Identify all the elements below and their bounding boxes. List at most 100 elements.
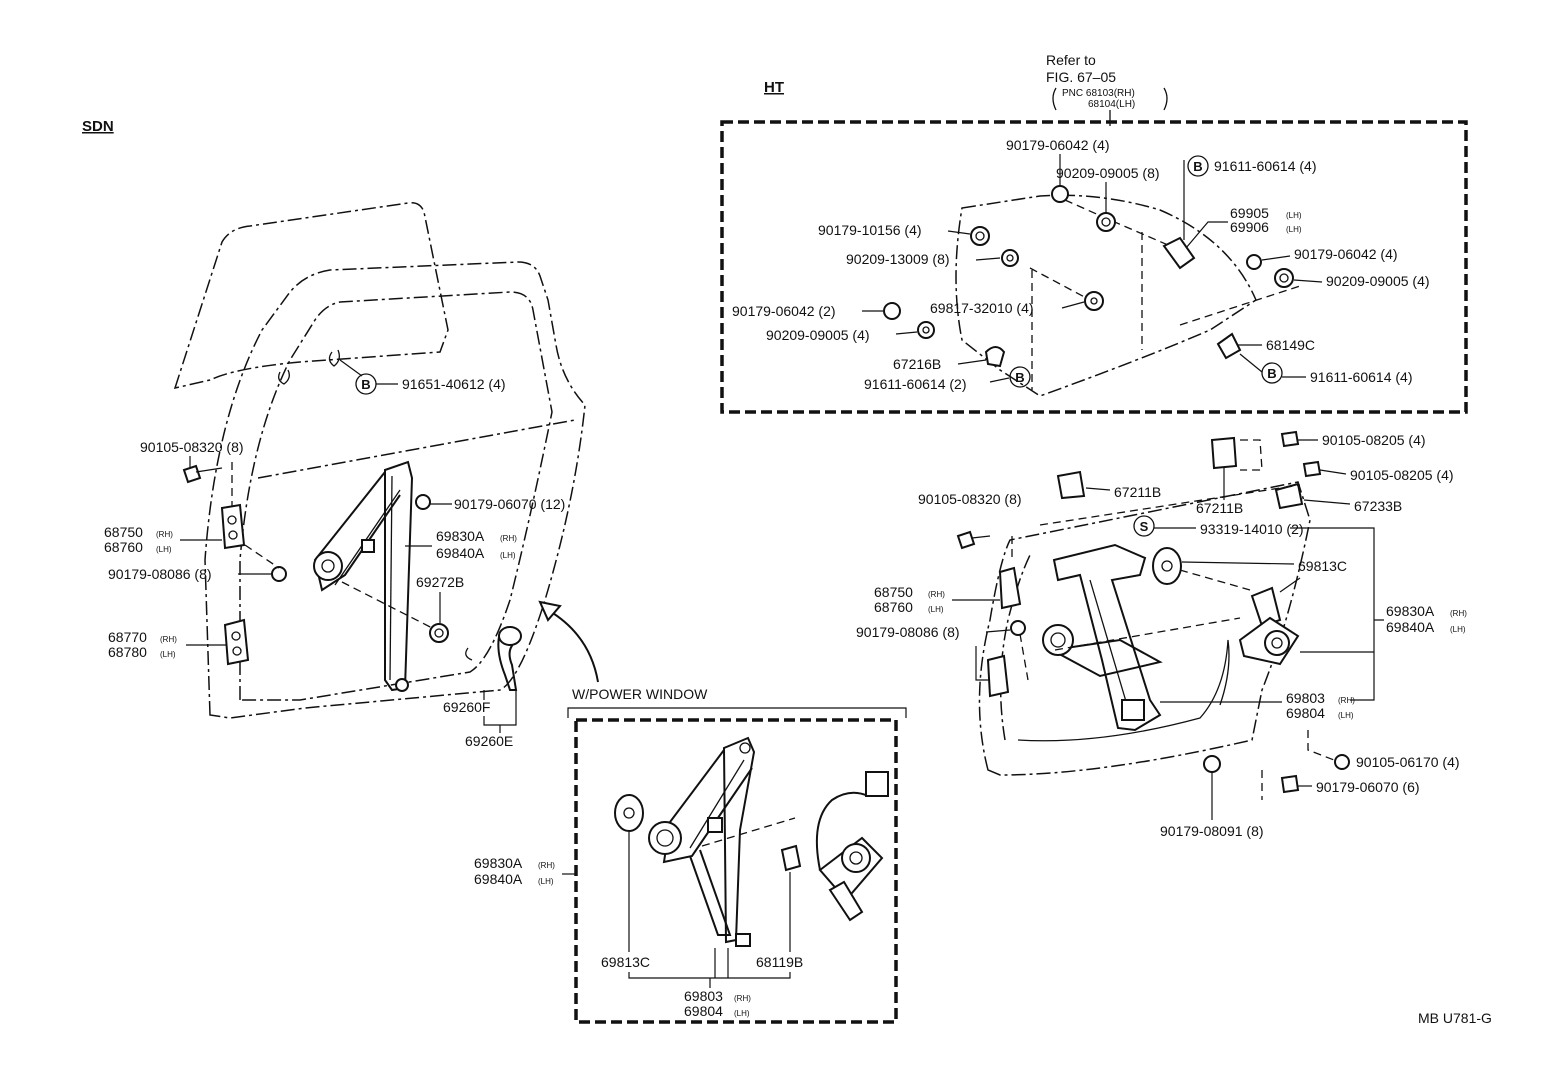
label-ht-91611-60614-top: 91611-60614 (4) [1214, 158, 1316, 174]
label-sdn-68770: 68770 [108, 629, 147, 645]
label-ht-90179-06042-top: 90179-06042 (4) [1006, 137, 1110, 153]
label-ht-90179-06042-left: 90179-06042 (2) [732, 303, 836, 319]
right-window-regulator [1042, 543, 1163, 732]
section-label-power-window: W/POWER WINDOW [572, 686, 708, 702]
mark-rh: (RH) [500, 534, 517, 543]
label-r-69804: 69804 [1286, 705, 1325, 721]
label-sdn-69260f: 69260F [443, 699, 490, 715]
mark-rh: (RH) [734, 994, 751, 1003]
label-r-69840a: 69840A [1386, 619, 1435, 635]
label-r-69803: 69803 [1286, 690, 1325, 706]
mark-rh: (RH) [156, 530, 173, 539]
refer-line-3: PNC 68103(RH) [1062, 88, 1135, 99]
sdn-nut-icon [271, 566, 287, 582]
label-r-90179-06070: 90179-06070 (6) [1316, 779, 1420, 795]
pw-clip-icon [780, 844, 802, 872]
mark-lh: (LH) [734, 1009, 750, 1018]
label-r-68760: 68760 [874, 599, 913, 615]
refer-line-4: 68104(LH) [1088, 99, 1135, 110]
mark-lh: (LH) [500, 551, 516, 560]
label-pw-68119b: 68119B [756, 954, 803, 970]
sdn-door-frame-inner [239, 291, 553, 701]
svg-text:B: B [361, 377, 370, 392]
svg-text:B: B [1267, 366, 1276, 381]
label-sdn-b-callout: 91651-40612 (4) [402, 376, 506, 392]
sdn-door-glass [173, 201, 449, 390]
label-pw-69804: 69804 [684, 1003, 723, 1019]
label-sdn-nut: 90179-08086 (8) [108, 566, 212, 582]
label-pw-69803: 69803 [684, 988, 723, 1004]
label-r-69830a: 69830A [1386, 603, 1435, 619]
label-r-68750: 68750 [874, 584, 913, 600]
footer-code: MB U781-G [1418, 1010, 1492, 1026]
right-motor-icon [1238, 586, 1300, 666]
label-pw-69813c: 69813C [601, 954, 650, 970]
sdn-belt-line [257, 419, 576, 479]
sdn-clip-icon [278, 349, 340, 385]
label-ht-90209-09005-left: 90209-09005 (4) [766, 327, 870, 343]
label-ht-90179-06042-right: 90179-06042 (4) [1294, 246, 1398, 262]
power-window-inset-box [574, 718, 898, 1024]
section-label-sdn: SDN [82, 118, 114, 135]
label-r-67211b-a: 67211B [1114, 484, 1161, 500]
label-ht-91611-60614-right: 91611-60614 (4) [1310, 369, 1412, 385]
sdn-nut-12-icon [415, 494, 431, 510]
mark-lh: (LH) [1450, 625, 1466, 634]
section-label-ht: HT [764, 79, 784, 96]
mark-lh: (LH) [1338, 711, 1354, 720]
label-ht-90209-09005-right: 90209-09005 (4) [1326, 273, 1430, 289]
label-r-90179-08086: 90179-08086 (8) [856, 624, 960, 640]
pw-motor-icon [815, 771, 889, 922]
sdn-lower-hinge-bracket [223, 618, 250, 666]
mark-rh: (RH) [1450, 609, 1467, 618]
label-sdn-69830a: 69830A [436, 528, 485, 544]
label-sdn-68760: 68760 [104, 539, 143, 555]
label-r-67233b: 67233B [1354, 498, 1402, 514]
right-hinge-brackets [986, 566, 1026, 698]
label-ht-69905: 69905 [1230, 205, 1269, 221]
label-ht-90179-10156: 90179-10156 (4) [818, 222, 922, 238]
pw-regulator-plate-icon [614, 794, 644, 832]
sdn-door-frame-outer [204, 261, 586, 719]
sdn-window-regulator [313, 460, 414, 692]
ht-section-box [720, 120, 1468, 414]
label-pw-69840a: 69840A [474, 871, 523, 887]
label-ht-69906: 69906 [1230, 219, 1269, 235]
sdn-upper-hinge-bracket [220, 503, 246, 550]
label-ht-90209-13009: 90209-13009 (8) [846, 251, 950, 267]
label-r-67211b-b: 67211B [1196, 500, 1243, 516]
mark-lh: (LH) [156, 545, 172, 554]
label-ht-69817: 69817-32010 (4) [930, 300, 1034, 316]
callout-b-ht-right: B [1261, 362, 1283, 384]
label-sdn-bolt: 90105-08320 (8) [140, 439, 244, 455]
label-sdn-68780: 68780 [108, 644, 147, 660]
sdn-grommet-icon [429, 623, 449, 643]
label-sdn-69272b: 69272B [416, 574, 464, 590]
refer-line-1: Refer to [1046, 52, 1096, 68]
mark-lh: (LH) [1286, 225, 1302, 234]
label-ht-68149c: 68149C [1266, 337, 1315, 353]
right-regulator-plate-icon [1152, 547, 1182, 585]
mark-lh: (LH) [928, 605, 944, 614]
callout-b-sdn: B [355, 373, 377, 395]
label-ht-91611-60614-2: 91611-60614 (2) [864, 376, 966, 392]
label-r-90105-06170: 90105-06170 (4) [1356, 754, 1460, 770]
ht-quarter-glass [955, 194, 1257, 397]
label-sdn-nut-12: 90179-06070 (12) [454, 496, 565, 512]
mark-rh: (RH) [538, 861, 555, 870]
label-r-90105-08320: 90105-08320 (8) [918, 491, 1022, 507]
mark-rh: (RH) [160, 635, 177, 644]
label-r-90105-08205-a: 90105-08205 (4) [1322, 432, 1426, 448]
mark-rh: (RH) [1338, 696, 1355, 705]
mark-lh: (LH) [538, 877, 554, 886]
label-r-90105-08205-b: 90105-08205 (4) [1350, 467, 1454, 483]
label-sdn-69840a: 69840A [436, 545, 485, 561]
mark-rh: (RH) [928, 590, 945, 599]
right-small-brackets [1056, 436, 1304, 510]
label-r-93319: 93319-14010 (2) [1200, 521, 1304, 537]
sdn-regulator-handle [465, 626, 522, 691]
sdn-bolt-icon [182, 464, 223, 484]
svg-text:S: S [1140, 519, 1149, 534]
label-sdn-68750: 68750 [104, 524, 143, 540]
